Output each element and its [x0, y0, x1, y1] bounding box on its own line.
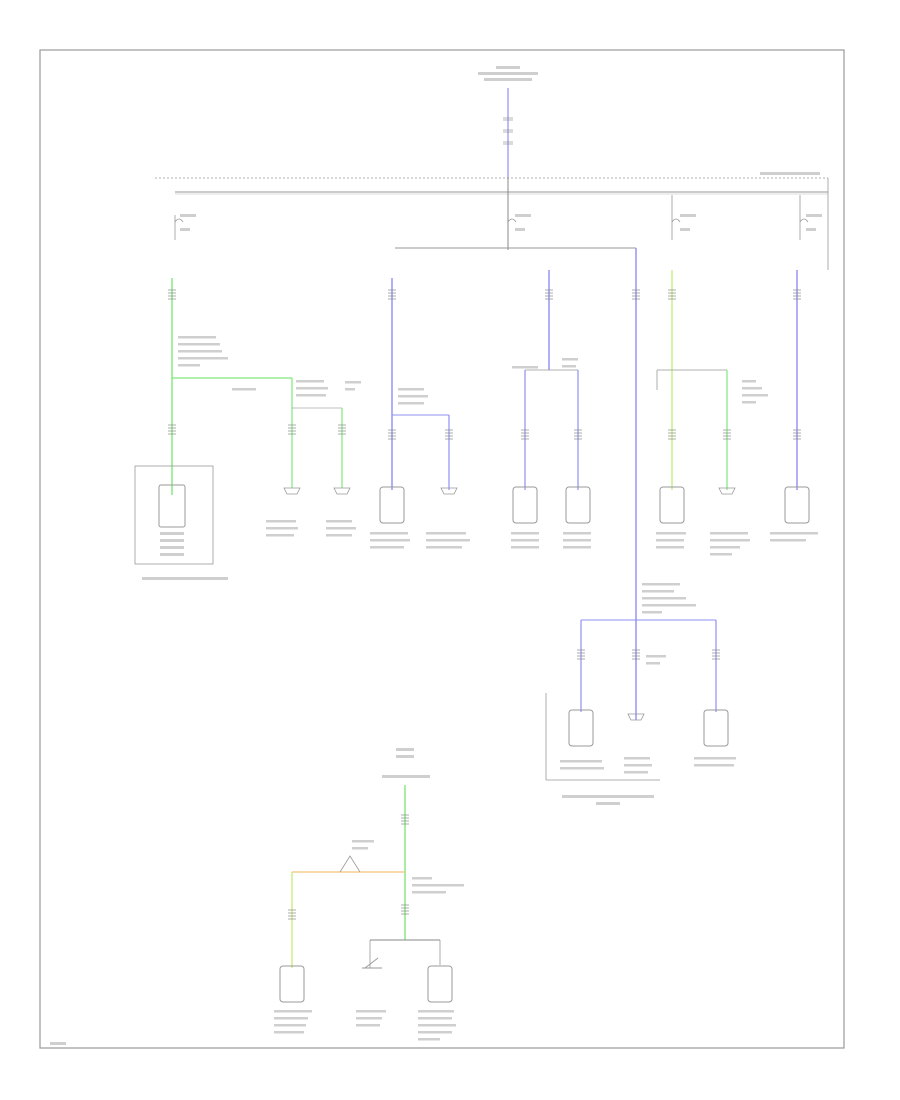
component-mirror-rh [283, 487, 301, 495]
connector-marks [168, 289, 801, 660]
component-bottom-right [427, 965, 453, 1003]
diagram-frame [39, 49, 845, 1049]
fuse-symbols [174, 195, 809, 240]
component-lamp-4 [565, 486, 591, 524]
component-bottom-left [279, 965, 305, 1003]
component-lower-mid [627, 713, 645, 721]
component-bottom-switch [362, 957, 382, 969]
component-connector-2 [440, 487, 458, 495]
lower-group-box [545, 693, 660, 781]
component-switch-6 [718, 487, 736, 495]
component-fuse-block [134, 465, 214, 565]
component-lamp-3 [512, 486, 538, 524]
branch-yellow-green [656, 270, 728, 490]
component-lamp-7 [784, 486, 810, 524]
component-mirror-lh [333, 487, 351, 495]
branch-blue-1 [391, 278, 450, 490]
illegible-labels [50, 66, 822, 1045]
power-source-top [503, 88, 513, 178]
component-lower-left [568, 709, 594, 747]
bus-bars [155, 177, 829, 270]
component-lamp-5 [659, 486, 685, 524]
power-source-bottom [291, 785, 441, 968]
branch-blue-long [580, 248, 717, 720]
component-lower-right [703, 709, 729, 747]
connector-marks-bottom [288, 814, 409, 920]
branch-blue-2 [524, 270, 579, 490]
component-lamp-1 [379, 486, 405, 524]
branch-left-green [171, 278, 343, 495]
